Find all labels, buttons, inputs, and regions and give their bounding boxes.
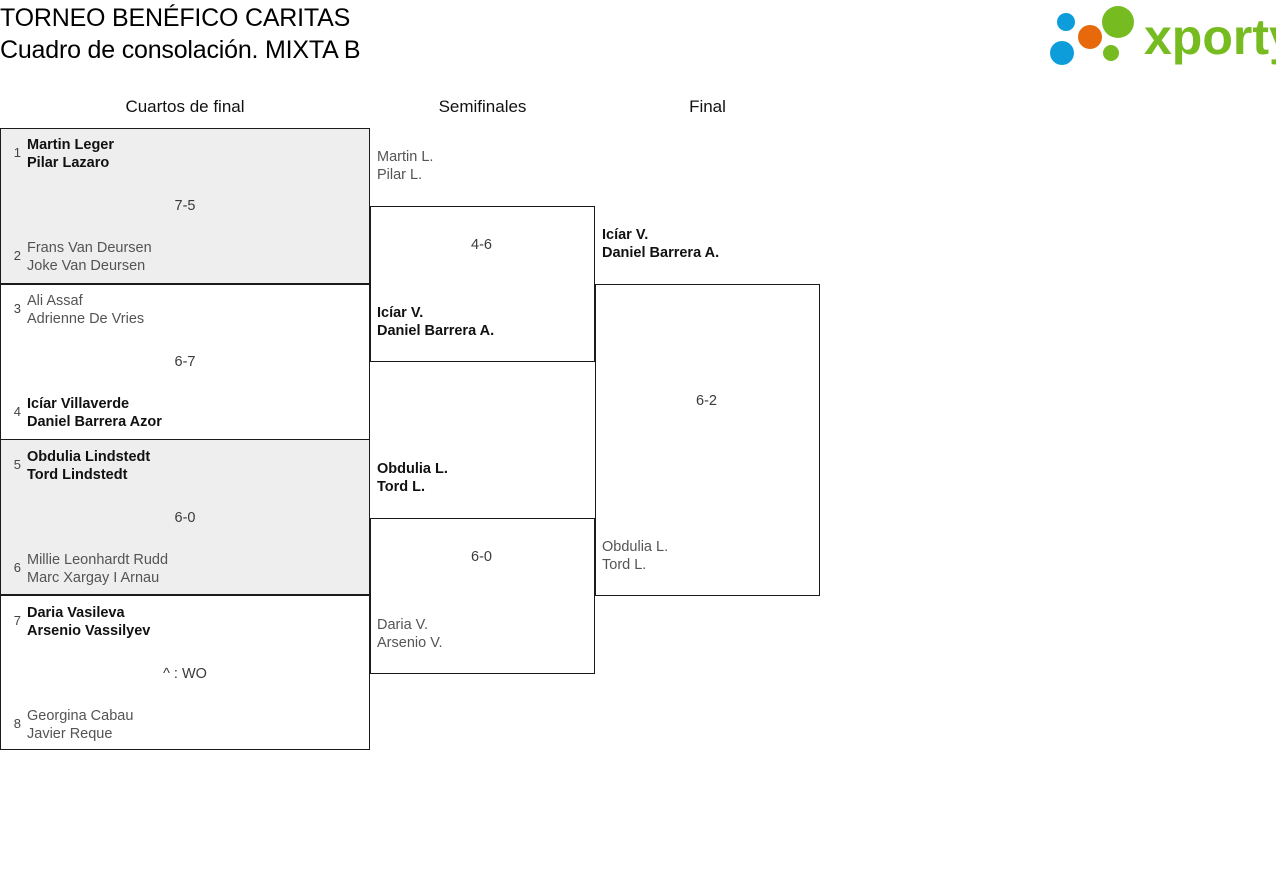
player-slot-qf4-bottom: Georgina Cabau Javier Reque xyxy=(27,707,133,743)
player-slot-qf2-top: Ali Assaf Adrienne De Vries xyxy=(27,292,144,328)
column-header-semifinals: Semifinales xyxy=(438,97,527,116)
player-name-line2: Pilar Lazaro xyxy=(27,155,110,171)
seed-number-6: 6 xyxy=(13,560,21,575)
logo-dot-blue-bottom xyxy=(1050,41,1074,65)
player-slot-qf1-top: Martin Leger Pilar Lazaro xyxy=(27,136,114,172)
score-sf1: 4-6 xyxy=(471,237,492,253)
column-header-final: Final xyxy=(689,97,726,116)
match-box-qf2[interactable] xyxy=(0,284,370,440)
player-name-line1: Obdulia L. xyxy=(602,539,669,555)
player-slot-final-bottom: Obdulia L. Tord L. xyxy=(602,538,668,574)
player-name-line2: Arsenio Vassilyev xyxy=(27,623,151,639)
player-slot-sf2-top: Obdulia L. Tord L. xyxy=(377,460,448,496)
match-box-final[interactable] xyxy=(595,284,820,596)
player-slot-sf1-top: Martin L. Pilar L. xyxy=(377,148,433,184)
score-qf2: 6-7 xyxy=(174,354,196,370)
player-slot-qf2-bottom: Icíar Villaverde Daniel Barrera Azor xyxy=(27,395,162,431)
player-slot-sf1-bottom: Icíar V. Daniel Barrera A. xyxy=(377,304,494,340)
tournament-title: TORNEO BENÉFICO CARITAS xyxy=(0,4,351,32)
player-name-line1: Obdulia Lindstedt xyxy=(27,449,151,465)
player-name-line2: Daniel Barrera A. xyxy=(602,245,720,261)
player-name-line2: Javier Reque xyxy=(27,726,113,742)
player-name-line1: Daria Vasileva xyxy=(27,605,125,621)
logo-wordmark: xporty xyxy=(1144,9,1276,65)
bracket-subtitle: Cuadro de consolación. MIXTA B xyxy=(0,36,361,64)
seed-number-7: 7 xyxy=(13,613,21,628)
player-name-line1: Frans Van Deursen xyxy=(27,240,152,256)
column-header-quarterfinals: Cuartos de final xyxy=(125,97,245,116)
player-slot-qf3-top: Obdulia Lindstedt Tord Lindstedt xyxy=(27,448,150,484)
player-slot-qf3-bottom: Millie Leonhardt Rudd Marc Xargay I Arna… xyxy=(27,551,168,587)
logo-dot-green-large xyxy=(1102,6,1134,38)
player-name-line2: Tord Lindstedt xyxy=(27,467,128,483)
seed-number-5: 5 xyxy=(13,457,21,472)
score-final: 6-2 xyxy=(696,393,717,409)
player-name-line2: Tord L. xyxy=(602,557,647,573)
match-box-sf1[interactable] xyxy=(370,206,595,362)
player-name-line2: Pilar L. xyxy=(377,167,423,183)
player-name-line1: Obdulia L. xyxy=(377,461,448,477)
player-slot-qf4-top: Daria Vasileva Arsenio Vassilyev xyxy=(27,604,150,640)
seed-number-3: 3 xyxy=(13,301,21,316)
player-name-line1: Daria V. xyxy=(377,617,429,633)
seed-number-8: 8 xyxy=(13,716,21,731)
seed-number-1: 1 xyxy=(13,145,21,160)
player-name-line1: Icíar Villaverde xyxy=(27,396,130,412)
score-sf2: 6-0 xyxy=(471,549,492,565)
player-name-line1: Icíar V. xyxy=(602,227,649,243)
player-slot-final-top: Icíar V. Daniel Barrera A. xyxy=(602,226,719,262)
match-box-sf2[interactable] xyxy=(370,518,595,674)
player-name-line2: Tord L. xyxy=(377,479,426,495)
match-box-qf3[interactable] xyxy=(0,439,370,595)
score-qf3: 6-0 xyxy=(174,510,196,526)
logo-dot-blue-top xyxy=(1057,13,1075,31)
xporty-logo[interactable]: xporty xyxy=(1048,6,1276,68)
score-qf1: 7-5 xyxy=(174,198,196,214)
player-slot-sf2-bottom: Daria V. Arsenio V. xyxy=(377,616,443,652)
score-qf4: ^ : WO xyxy=(163,666,207,682)
player-slot-qf1-bottom: Frans Van Deursen Joke Van Deursen xyxy=(27,239,152,275)
match-box-qf4[interactable] xyxy=(0,595,370,750)
logo-dot-green-small xyxy=(1103,45,1119,61)
seed-number-2: 2 xyxy=(13,248,21,263)
player-name-line1: Millie Leonhardt Rudd xyxy=(27,552,169,568)
player-name-line2: Daniel Barrera Azor xyxy=(27,414,162,430)
player-name-line1: Icíar V. xyxy=(377,305,424,321)
player-name-line1: Martin Leger xyxy=(27,137,115,153)
player-name-line2: Arsenio V. xyxy=(377,635,443,651)
player-name-line1: Ali Assaf xyxy=(27,293,83,309)
player-name-line2: Daniel Barrera A. xyxy=(377,323,495,339)
logo-dot-orange xyxy=(1078,25,1102,49)
page-title: TORNEO BENÉFICO CARITAS Cuadro de consol… xyxy=(0,2,760,66)
seed-number-4: 4 xyxy=(13,404,21,419)
match-box-qf1[interactable] xyxy=(0,128,370,284)
player-name-line1: Martin L. xyxy=(377,149,434,165)
player-name-line2: Joke Van Deursen xyxy=(27,258,146,274)
player-name-line1: Georgina Cabau xyxy=(27,708,134,724)
player-name-line2: Marc Xargay I Arnau xyxy=(27,570,160,586)
player-name-line2: Adrienne De Vries xyxy=(27,311,145,327)
